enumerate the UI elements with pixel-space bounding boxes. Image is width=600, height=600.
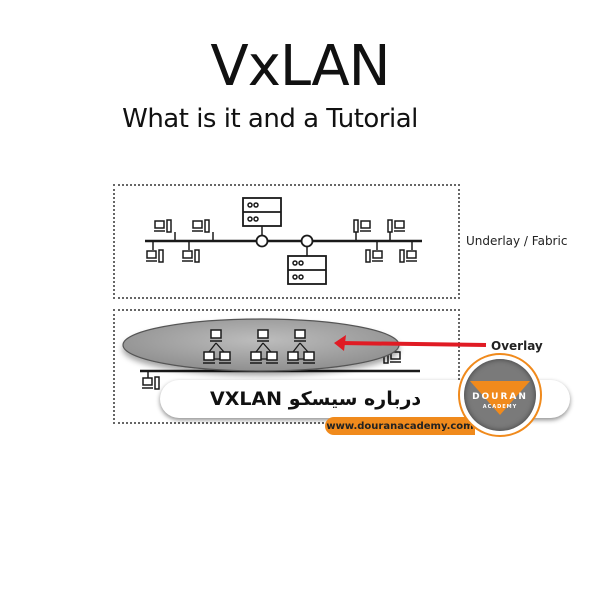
banner-text: درباره سیسکو VXLAN	[210, 388, 422, 410]
website-url: www.douranacademy.com	[326, 420, 474, 432]
overlay-diagram-box	[113, 309, 460, 424]
logo-motorcycle-icon	[470, 381, 530, 415]
overlay-label: Overlay	[491, 339, 543, 353]
logo-subtitle: ACADEMY	[482, 404, 518, 410]
logo-badge: DOURAN ACADEMY	[464, 359, 536, 431]
logo-name: DOURAN	[472, 392, 528, 402]
website-link[interactable]: www.douranacademy.com	[325, 417, 475, 435]
page-subtitle: What is it and a Tutorial	[122, 104, 418, 134]
page-title: VxLAN	[210, 34, 390, 99]
underlay-diagram-box	[113, 184, 460, 299]
douran-academy-logo: DOURAN ACADEMY	[458, 353, 542, 437]
underlay-label: Underlay / Fabric	[466, 234, 568, 248]
